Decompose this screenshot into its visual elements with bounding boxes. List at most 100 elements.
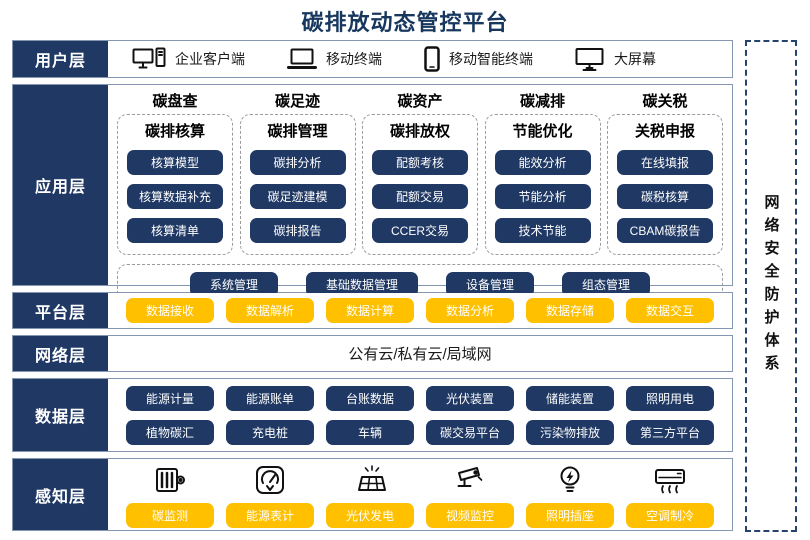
app-module-button: 能效分析	[494, 150, 591, 175]
cctv-camera-icon	[457, 467, 483, 487]
app-column-subheading: 节能优化	[512, 123, 573, 140]
platform-button: 数据分析	[426, 298, 514, 323]
app-column-carbon-asset: 碳资产 碳排放权 配额考核 配额交易 CCER交易	[362, 89, 478, 255]
app-column-subheading: 关税申报	[634, 123, 695, 140]
layer-network: 网络层 公有云/私有云/局域网	[12, 335, 733, 372]
app-column-box: 碳排放权 配额考核 配额交易 CCER交易	[362, 114, 478, 255]
page-title: 碳排放动态管控平台	[301, 10, 509, 35]
layer-label-network: 网络层	[13, 336, 108, 371]
data-source-row: 能源计量 能源账单 台账数据 光伏装置 储能装置 照明用电	[114, 385, 726, 411]
app-column-box: 关税申报 在线填报 碳税核算 CBAM碳报告	[607, 114, 723, 255]
desktop-pc-icon	[132, 47, 166, 69]
data-source-button: 能源账单	[226, 385, 314, 411]
app-column-heading: 碳资产	[397, 93, 443, 110]
app-module-button: 配额交易	[372, 184, 468, 209]
layer-label-application: 应用层	[13, 85, 108, 285]
light-bulb-icon	[560, 466, 580, 492]
app-column-subheading: 碳排核算	[144, 123, 205, 140]
data-source-button: 污染物排放	[526, 419, 614, 445]
management-button: 组态管理	[562, 272, 651, 297]
management-box: 系统管理 基础数据管理 设备管理 组态管理	[117, 264, 723, 305]
sense-button: 能源表计	[226, 503, 314, 528]
layer-data: 数据层 能源计量 能源账单 台账数据 光伏装置 储能装置 照明用电 植物碳汇 充…	[12, 378, 733, 452]
application-columns: 碳盘查 碳排核算 核算模型 核算数据补充 核算清单 碳足迹 碳排管理 碳排分析 …	[117, 89, 723, 255]
data-source-row: 植物碳汇 充电桩 车辆 碳交易平台 污染物排放 第三方平台	[114, 419, 726, 445]
user-item-label: 企业客户端	[175, 51, 245, 67]
layer-user: 用户层 企业客户端 移动终端 移动智能终端	[12, 40, 733, 78]
layer-label-user: 用户层	[13, 41, 108, 77]
layer-perception: 感知层 碳监测 能源表计	[12, 458, 733, 531]
security-panel-text: 网络安全防护体系	[762, 194, 780, 378]
app-column-heading: 碳减排	[519, 93, 565, 110]
data-source-button: 照明用电	[626, 385, 714, 411]
sense-item-air-conditioner: 空调制冷	[626, 463, 714, 528]
data-source-button: 台账数据	[326, 385, 414, 411]
app-module-button: 碳排报告	[249, 218, 346, 243]
sense-item-solar-pv: 光伏发电	[326, 463, 414, 528]
laptop-icon	[287, 48, 317, 69]
user-item-label: 移动终端	[326, 51, 382, 67]
app-column-heading: 碳足迹	[274, 93, 320, 110]
app-column-carbon-reduction: 碳减排 节能优化 能效分析 节能分析 技术节能	[484, 89, 601, 255]
app-module-button: 节能分析	[494, 184, 591, 209]
user-item-label: 移动智能终端	[449, 51, 533, 67]
air-conditioner-icon	[655, 469, 685, 494]
sense-item-energy-meter: 能源表计	[226, 463, 314, 528]
data-source-button: 充电桩	[226, 419, 314, 445]
user-item-big-screen: 大屏幕	[575, 47, 656, 72]
sense-button: 碳监测	[126, 503, 214, 528]
layer-platform: 平台层 数据接收 数据解析 数据计算 数据分析 数据存储 数据交互	[12, 292, 733, 329]
sense-item-lighting: 照明插座	[526, 463, 614, 528]
user-item-label: 大屏幕	[614, 51, 656, 67]
sense-item-cctv: 视频监控	[426, 463, 514, 528]
management-button: 设备管理	[446, 272, 535, 297]
energy-meter-icon	[256, 466, 284, 494]
platform-button: 数据存储	[526, 298, 614, 323]
app-module-button: 核算清单	[127, 218, 223, 243]
platform-button: 数据解析	[226, 298, 314, 323]
app-module-button: CBAM碳报告	[617, 218, 713, 243]
app-module-button: 技术节能	[494, 218, 591, 243]
layer-label-perception: 感知层	[13, 459, 108, 530]
app-module-button: 核算模型	[127, 150, 223, 175]
data-source-button: 第三方平台	[626, 419, 714, 445]
layer-application: 应用层 碳盘查 碳排核算 核算模型 核算数据补充 核算清单 碳足迹 碳排管理	[12, 84, 733, 305]
perception-layer-body: 碳监测 能源表计 光伏发电	[108, 459, 732, 530]
carbon-monitor-icon	[156, 468, 185, 492]
layer-label-platform: 平台层	[13, 293, 108, 328]
sense-button: 光伏发电	[326, 503, 414, 528]
app-module-button: 碳税核算	[617, 184, 713, 209]
platform-button: 数据计算	[326, 298, 414, 323]
network-layer-body: 公有云/私有云/局域网	[108, 336, 732, 371]
management-button: 基础数据管理	[305, 272, 418, 297]
app-module-button: 在线填报	[617, 150, 713, 175]
app-module-button: 碳排分析	[249, 150, 346, 175]
app-column-subheading: 碳排管理	[267, 123, 328, 140]
data-source-button: 光伏装置	[426, 385, 514, 411]
user-item-enterprise-client: 企业客户端	[132, 47, 245, 71]
sense-button: 照明插座	[526, 503, 614, 528]
data-source-button: 植物碳汇	[126, 419, 214, 445]
data-source-button: 碳交易平台	[426, 419, 514, 445]
user-layer-body: 企业客户端 移动终端 移动智能终端 大屏幕	[108, 41, 732, 77]
user-item-mobile-terminal: 移动终端	[287, 47, 382, 71]
platform-layer-body: 数据接收 数据解析 数据计算 数据分析 数据存储 数据交互	[108, 293, 732, 328]
platform-button: 数据交互	[626, 298, 714, 323]
app-column-carbon-footprint: 碳足迹 碳排管理 碳排分析 碳足迹建模 碳排报告	[239, 89, 356, 255]
app-column-box: 节能优化 能效分析 节能分析 技术节能	[484, 114, 601, 255]
architecture-diagram: 用户层 企业客户端 移动终端 移动智能终端	[12, 40, 733, 531]
sense-button: 视频监控	[426, 503, 514, 528]
app-module-button: CCER交易	[372, 218, 468, 243]
data-source-button: 储能装置	[526, 385, 614, 411]
user-item-smart-terminal: 移动智能终端	[424, 46, 533, 72]
application-layer-body: 碳盘查 碳排核算 核算模型 核算数据补充 核算清单 碳足迹 碳排管理 碳排分析 …	[108, 85, 732, 305]
app-column-subheading: 碳排放权	[389, 123, 450, 140]
sense-button: 空调制冷	[626, 503, 714, 528]
app-module-button: 配额考核	[372, 150, 468, 175]
sense-item-carbon-monitor: 碳监测	[126, 463, 214, 528]
big-screen-icon	[575, 47, 604, 71]
data-layer-body: 能源计量 能源账单 台账数据 光伏装置 储能装置 照明用电 植物碳汇 充电桩 车…	[108, 379, 732, 451]
security-panel: 网络安全防护体系	[745, 40, 797, 532]
solar-pv-icon	[358, 465, 386, 491]
smartphone-icon	[424, 46, 440, 72]
